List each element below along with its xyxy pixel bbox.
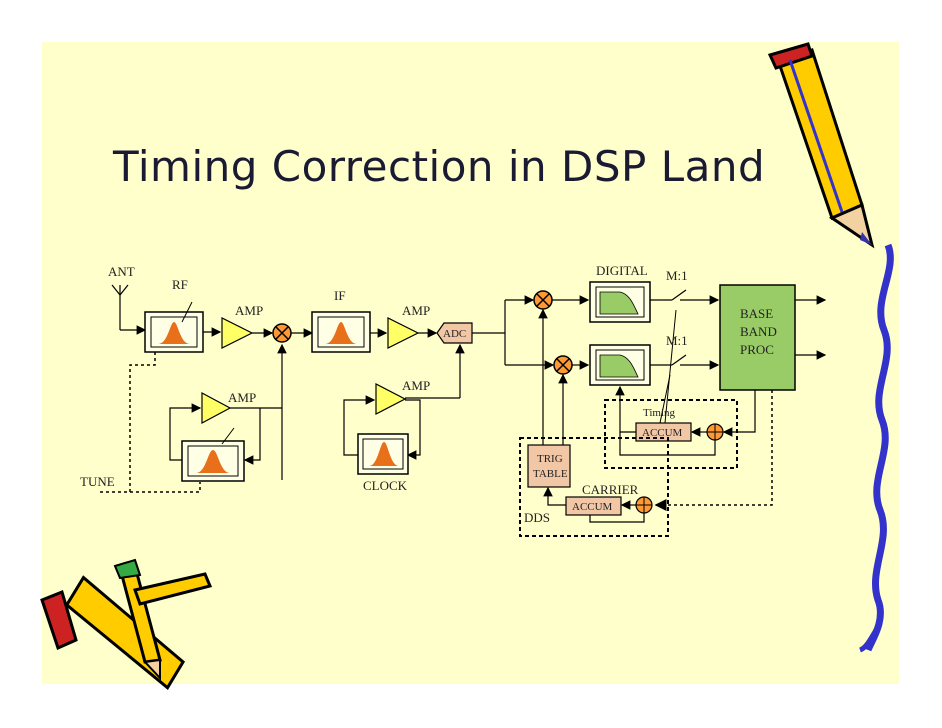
amp-triangle [201,391,232,425]
accum-label: ACCUM [642,427,683,439]
if-filter-block [311,311,371,353]
baseband-label: BAND [740,324,777,339]
adc-label: ADC [443,328,466,340]
timing-loop-dashed-box [604,399,738,469]
amp-label: AMP [228,390,256,405]
if-label: IF [334,288,346,303]
vco-filter-block [181,427,245,482]
m1-top-label: M:1 [666,268,688,283]
trig-table-label: TRIG [537,453,563,465]
clock-filter-block [357,433,409,475]
rf-filter-block [144,301,204,353]
timing-label: Timing [643,407,676,419]
trig-table-label: TABLE [533,468,568,480]
amp-triangle [375,383,407,415]
slide-title: Timing Correction in DSP Land [113,142,766,191]
rf-label: RF [172,277,188,292]
amp-triangle [221,317,254,349]
trig-table-block [527,444,571,488]
tune-label: TUNE [80,474,115,489]
digital-filter-top [589,281,651,323]
digital-filter-bottom [589,344,651,386]
baseband-label: PROC [740,342,774,357]
accum-label: ACCUM [572,501,613,513]
pencils-bottom-left [40,558,213,690]
wavy-border-decoration [864,243,894,652]
clock-label: CLOCK [363,478,408,493]
amp-label: AMP [235,303,263,318]
baseband-label: BASE [740,306,773,321]
carrier-label: CARRIER [582,482,639,497]
baseband-proc-block [719,284,796,391]
digital-label: DIGITAL [596,263,648,278]
carrier-loop-dashed-box [519,437,669,537]
dds-label: DDS [524,510,550,525]
amp-label: AMP [402,303,430,318]
ant-label: ANT [108,264,135,279]
amp-label: AMP [402,378,430,393]
amp-triangle [387,317,420,349]
m1-bottom-label: M:1 [666,333,688,348]
carrier-accum-block [565,496,622,516]
pencil-top-right [767,42,875,249]
